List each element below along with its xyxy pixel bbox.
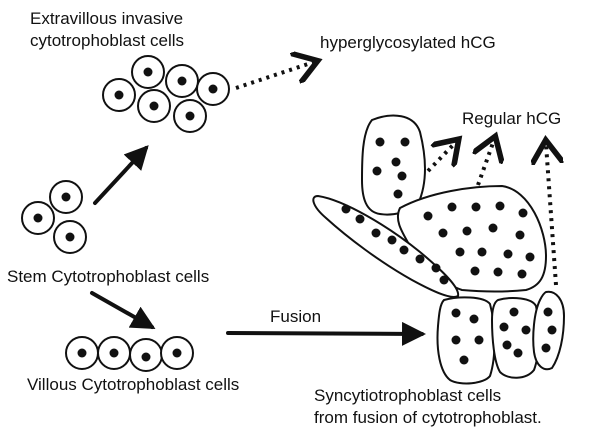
arrow-stem-to-extravillous — [93, 145, 149, 205]
bottom-syncytio-cell-2 — [490, 297, 540, 379]
label-syncytio-line2: from fusion of cytotrophoblast. — [314, 408, 542, 427]
label-hyperglycosylated-hcg: hyperglycosylated hCG — [320, 33, 496, 52]
cell — [137, 89, 171, 123]
syncytiotrophoblast-mass — [312, 114, 566, 385]
label-regular-hcg: Regular hCG — [462, 109, 561, 128]
cell — [21, 201, 55, 235]
stem-cell-cluster — [21, 180, 87, 254]
cell — [49, 180, 83, 214]
arrow-fusion — [226, 321, 426, 346]
label-extravillous-line2: cytotrophoblast cells — [30, 31, 184, 50]
dotted-arrow-hyperglycosylated — [235, 62, 314, 90]
dotted-arrow-regular-2 — [478, 140, 494, 186]
arrow-stem-to-villous — [90, 291, 156, 329]
cell — [165, 64, 199, 98]
label-stem-cells: Stem Cytotrophoblast cells — [7, 267, 209, 286]
bottom-syncytio-cell-1 — [436, 296, 496, 385]
label-fusion: Fusion — [270, 307, 321, 326]
cell — [196, 72, 230, 106]
cell — [97, 336, 131, 370]
label-villous-cells: Villous Cytotrophoblast cells — [27, 375, 239, 394]
elongated-syncytio-cell — [312, 194, 460, 298]
cell — [102, 78, 136, 112]
label-extravillous-line1: Extravillous invasive — [30, 9, 183, 28]
cell — [160, 336, 194, 370]
extravillous-cell-cluster — [102, 55, 230, 133]
villous-cell-row — [65, 336, 194, 372]
dotted-arrow-regular-3 — [546, 144, 556, 286]
cell — [131, 55, 165, 89]
cell — [173, 99, 207, 133]
cell — [65, 336, 99, 370]
cell — [53, 220, 87, 254]
label-syncytio-line1: Syncytiotrophoblast cells — [314, 386, 501, 405]
cell — [129, 338, 163, 372]
dotted-arrow-regular-1 — [426, 142, 456, 173]
